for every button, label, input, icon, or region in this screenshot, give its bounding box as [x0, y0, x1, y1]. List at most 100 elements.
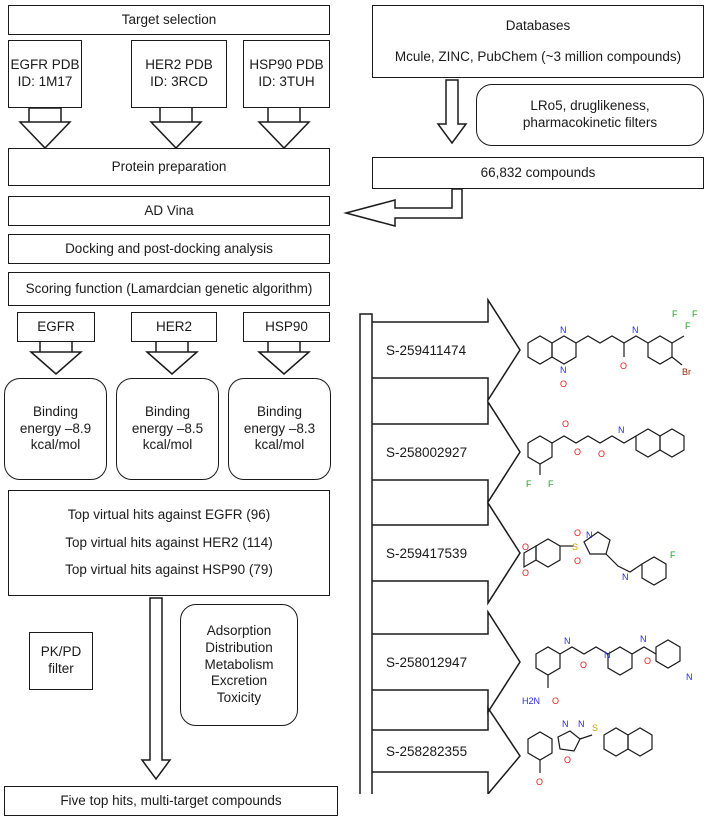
binding-her2-box: Binding energy –8.5 kcal/mol: [116, 378, 219, 480]
mol2-atom-f2: F: [548, 479, 554, 489]
arrow-tophits-down: [140, 597, 172, 781]
pkpd-line1: PK/PD: [40, 644, 82, 660]
mol2-atom-f1: F: [526, 479, 532, 489]
mol2-atom-o3: O: [598, 449, 605, 459]
binding-egfr-line2: energy –8.9: [19, 420, 92, 436]
top-hits-box: Top virtual hits against EGFR (96) Top v…: [8, 490, 330, 596]
big-arrow-hit-2: [372, 399, 521, 505]
protein-preparation-box: Protein preparation: [8, 148, 330, 186]
mol3-atom-s: S: [572, 542, 578, 552]
connector-bar: [359, 313, 373, 794]
hit-label-5: S-258282355: [386, 743, 468, 759]
hit-label-1: S-259411474: [386, 342, 467, 358]
mol5-atom-s: S: [592, 723, 598, 733]
big-arrow-hit-3: [372, 500, 521, 606]
mol1-atom-n1: N: [560, 325, 567, 335]
mol5-atom-n1: N: [562, 719, 569, 729]
arrow-hsp90-pdb-down: [257, 108, 311, 150]
top-hits-hsp90: Top virtual hits against HSP90 (79): [65, 561, 273, 577]
mol4-atom-n1: N: [564, 636, 571, 646]
mol1-atom-n3: N: [632, 325, 639, 335]
egfr-pdb-line1: EGFR PDB: [10, 57, 80, 73]
mol5-atom-n2: N: [578, 719, 585, 729]
mol2-atom-n: N: [618, 425, 625, 435]
hsp90-pdb-line1: HSP90 PDB: [249, 57, 324, 73]
binding-her2-line2: energy –8.5: [131, 420, 204, 436]
top-hits-egfr: Top virtual hits against EGFR (96): [67, 507, 271, 523]
arrow-hsp90-down: [257, 340, 311, 375]
arrow-compounds-to-vina: [343, 188, 463, 227]
mol3-atom-o4: O: [574, 556, 581, 566]
databases-title: Databases: [505, 17, 571, 33]
egfr-pdb-line2: ID: 1M17: [17, 74, 73, 89]
flow-arrows-canvas: [18, 79, 521, 794]
hit-label-4: S-258012947: [386, 654, 468, 670]
molecule-3: O O S N O O N F: [522, 528, 676, 586]
her2-pdb-box: HER2 PDB ID: 3RCD: [131, 40, 227, 108]
mol4-atom-n2: N: [604, 650, 611, 660]
mol5-atom-o2: O: [536, 777, 543, 787]
molecule-1: N N O N O F F F Br: [527, 309, 698, 389]
arrow-databases-down: [436, 79, 468, 145]
egfr-target-box: EGFR: [17, 312, 95, 342]
egfr-pdb-box: EGFR PDB ID: 1M17: [8, 40, 82, 108]
mol1-atom-f2: F: [685, 321, 691, 331]
admet-distribution: Distribution: [205, 639, 273, 655]
binding-hsp90-line2: energy –8.3: [243, 420, 316, 436]
mol3-atom-n2: N: [622, 572, 629, 582]
her2-pdb-line1: HER2 PDB: [145, 57, 213, 73]
mol1-atom-n2: N: [560, 365, 567, 375]
ad-vina-box: AD Vina: [8, 196, 330, 226]
binding-hsp90-line1: Binding: [256, 403, 303, 419]
mol3-atom-o1: O: [522, 542, 529, 552]
filters-box: LRo5, druglikeness, pharmacokinetic filt…: [476, 84, 704, 146]
pkpd-line2: filter: [48, 661, 74, 676]
arrow-egfr-pdb-down: [18, 107, 72, 150]
mol1-atom-br: Br: [682, 367, 691, 377]
mol5-atom-o1: O: [564, 755, 571, 765]
top-hits-her2: Top virtual hits against HER2 (114): [65, 534, 273, 550]
molecule-4: N O N N O N H2N O: [522, 634, 693, 706]
admet-adsorption: Adsorption: [206, 622, 272, 638]
big-arrow-hit-5: [372, 705, 521, 794]
databases-box: Databases Mcule, ZINC, PubChem (~3 milli…: [372, 5, 704, 78]
mol4-atom-n3: N: [640, 634, 647, 644]
mol3-atom-n1: N: [586, 530, 593, 540]
binding-egfr-line1: Binding: [32, 403, 79, 419]
admet-metabolism: Metabolism: [204, 656, 274, 672]
mol1-atom-o2: O: [620, 361, 627, 371]
mol4-atom-o3: O: [552, 696, 559, 706]
pkpd-filter-box: PK/PD filter: [29, 632, 93, 690]
hsp90-pdb-box: HSP90 PDB ID: 3TUH: [243, 40, 330, 108]
admet-toxicity: Toxicity: [216, 690, 262, 706]
mol1-atom-f1: F: [672, 309, 678, 319]
binding-egfr-line3: kcal/mol: [30, 437, 81, 453]
arrow-her2-pdb-down: [149, 108, 203, 150]
admet-box: Adsorption Distribution Metabolism Excre…: [180, 604, 298, 726]
molecule-5: N N O S O: [527, 719, 653, 787]
mol4-atom-o1: O: [580, 660, 587, 670]
big-arrow-hit-1: [372, 297, 521, 403]
mol1-atom-f3: F: [692, 309, 698, 319]
hsp90-target-box: HSP90: [243, 312, 330, 342]
compounds-box: 66,832 compounds: [372, 157, 704, 189]
her2-target-box: HER2: [131, 312, 217, 342]
binding-her2-line1: Binding: [144, 403, 191, 419]
binding-egfr-box: Binding energy –8.9 kcal/mol: [4, 378, 107, 480]
mol3-atom-f: F: [670, 550, 676, 560]
hit-label-2: S-258002927: [386, 444, 468, 460]
mol3-atom-o3: O: [574, 528, 581, 538]
binding-hsp90-line3: kcal/mol: [254, 437, 305, 453]
scoring-box: Scoring function (Lamardcian genetic alg…: [8, 272, 330, 306]
databases-list: Mcule, ZINC, PubChem (~3 million compoun…: [394, 48, 682, 64]
big-arrow-hit-4: [372, 609, 521, 715]
hit-label-3: S-259417539: [386, 545, 468, 561]
mol2-atom-o1: O: [562, 419, 569, 429]
binding-hsp90-box: Binding energy –8.3 kcal/mol: [228, 378, 331, 480]
mol4-atom-o2: O: [644, 656, 651, 666]
arrow-her2-down: [145, 340, 199, 375]
arrow-egfr-down: [29, 340, 83, 375]
mol1-atom-o1: O: [560, 379, 567, 389]
target-selection-box: Target selection: [8, 5, 330, 35]
mol3-atom-o2: O: [522, 568, 529, 578]
